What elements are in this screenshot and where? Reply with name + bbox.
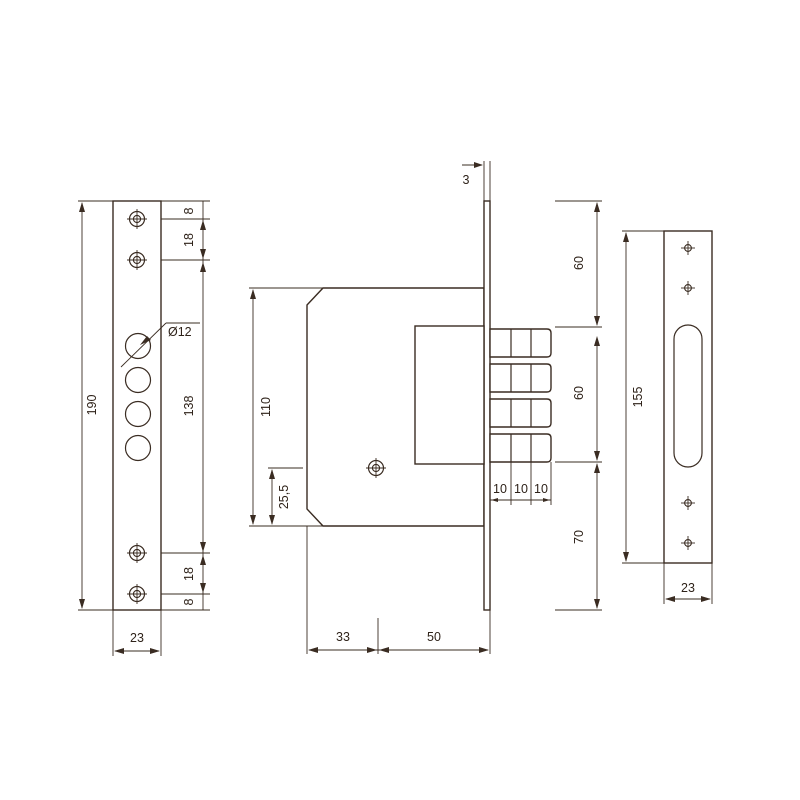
bolt-width-label: 10 bbox=[534, 482, 548, 496]
bolt-spacing-bottom-label: 70 bbox=[572, 530, 586, 544]
bolt bbox=[489, 398, 552, 428]
bolt-hole bbox=[124, 366, 152, 394]
bolt-hole bbox=[124, 434, 152, 462]
bolt-width-label: 10 bbox=[514, 482, 528, 496]
strike-plate bbox=[663, 230, 713, 564]
strike-width-label: 23 bbox=[681, 581, 695, 595]
strike-height-label: 155 bbox=[631, 387, 645, 408]
bolt-spacing-top-label: 60 bbox=[572, 256, 586, 270]
front-plate bbox=[483, 200, 491, 611]
top-screw-spacing-label: 18 bbox=[182, 233, 196, 247]
bolt bbox=[489, 433, 552, 463]
bolt-width-label: 10 bbox=[493, 482, 507, 496]
left-faceplate-view: Ø12 190 23 8 18 138 18 8 bbox=[78, 200, 210, 656]
hole-span-label: 138 bbox=[182, 396, 196, 417]
bolts bbox=[489, 328, 552, 463]
key-offset-label: 25,5 bbox=[277, 485, 291, 509]
bottom-edge-to-screw-label: 8 bbox=[182, 598, 196, 605]
case-height-label: 110 bbox=[259, 397, 273, 417]
bolt-mechanism bbox=[414, 325, 485, 465]
front-depth-label: 33 bbox=[336, 630, 350, 644]
strike-plate-view: 155 23 bbox=[622, 230, 713, 604]
top-edge-to-screw-label: 8 bbox=[182, 207, 196, 214]
lock-body-view: 3 110 25,5 33 50 10 10 10 bbox=[249, 161, 602, 654]
bolt-spacing-middle-label: 60 bbox=[572, 386, 586, 400]
plate-thickness-label: 3 bbox=[463, 173, 470, 187]
plate-height-label: 190 bbox=[85, 395, 99, 416]
hole-diameter-label: Ø12 bbox=[168, 325, 192, 339]
bolt bbox=[489, 328, 552, 358]
strike-slot bbox=[673, 324, 703, 468]
bolt bbox=[489, 363, 552, 393]
bolt-hole bbox=[124, 332, 152, 360]
bolt-hole bbox=[124, 400, 152, 428]
back-depth-label: 50 bbox=[427, 630, 441, 644]
bottom-screw-spacing-label: 18 bbox=[182, 567, 196, 581]
plate-width-label: 23 bbox=[130, 631, 144, 645]
